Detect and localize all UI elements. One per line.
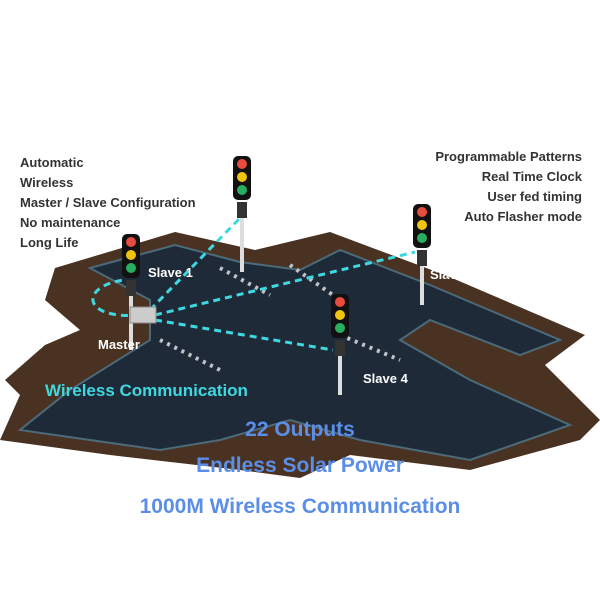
- road: [17, 243, 573, 462]
- features-right: Programmable Patterns Real Time Clock Us…: [435, 147, 582, 227]
- headline-wireless-range: 1000M Wireless Communication: [139, 495, 461, 518]
- slave4-label: Slave 4: [363, 371, 408, 386]
- feature: Real Time Clock: [481, 169, 582, 184]
- feature: Automatic: [20, 155, 84, 170]
- slave2-label: Slave 2: [249, 222, 294, 237]
- feature: Wireless: [20, 175, 74, 190]
- wireless-arrows: [91, 213, 416, 352]
- feature: Programmable Patterns: [435, 149, 582, 164]
- traffic-lights: [122, 156, 431, 395]
- wireless-communication-label: Wireless Communication: [45, 381, 248, 400]
- features-left: Automatic Wireless Master / Slave Config…: [20, 153, 196, 253]
- crosswalks: [159, 263, 401, 372]
- master-controller: [129, 306, 157, 324]
- feature: Master / Slave Configuration: [20, 195, 196, 210]
- feature: No maintenance: [20, 215, 121, 230]
- feature: Auto Flasher mode: [464, 209, 582, 224]
- master-label: Master: [98, 337, 140, 352]
- feature: User fed timing: [487, 189, 582, 204]
- feature: Long Life: [20, 235, 79, 250]
- headline-solar: Endless Solar Power: [196, 454, 404, 477]
- headline-outputs: 22 Outputs: [245, 418, 355, 441]
- slave3-label: Slave 3: [430, 267, 475, 282]
- slave1-label: Slave 1: [148, 265, 193, 280]
